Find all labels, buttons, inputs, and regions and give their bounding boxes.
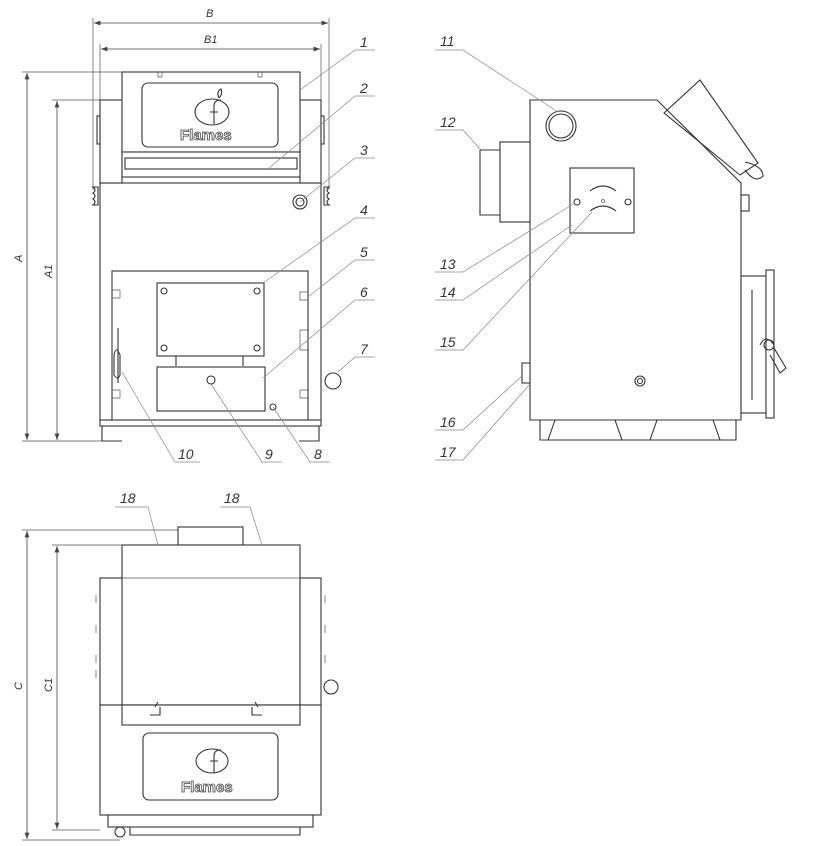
top-door-handle bbox=[744, 161, 764, 180]
front-view: B B1 A A1 bbox=[13, 8, 375, 463]
dimension-c-label: C bbox=[13, 682, 25, 690]
dimension-b: B bbox=[92, 8, 330, 190]
dimension-b1: B1 bbox=[99, 34, 322, 100]
dimension-b-label: B bbox=[206, 8, 213, 20]
lower-door bbox=[111, 270, 309, 422]
flue-top bbox=[177, 526, 244, 546]
dimension-b1-label: B1 bbox=[204, 34, 217, 46]
logo-window bbox=[141, 82, 279, 148]
top-side-right bbox=[299, 577, 322, 706]
air-plate bbox=[569, 167, 635, 234]
callout-10: 10 bbox=[178, 446, 194, 462]
callout-11: 11 bbox=[440, 33, 455, 49]
dimension-a1-label: A1 bbox=[43, 265, 55, 279]
dimension-a1: A1 bbox=[43, 99, 100, 440]
callout-12: 12 bbox=[440, 114, 456, 130]
flue-12 bbox=[499, 141, 531, 223]
callout-18-right: 18 bbox=[224, 490, 240, 506]
top-door-open bbox=[663, 79, 759, 176]
callout-5: 5 bbox=[360, 244, 368, 260]
side-block-right bbox=[299, 99, 322, 184]
callout-1: 1 bbox=[360, 34, 368, 50]
flames-logo: Flames bbox=[180, 88, 232, 144]
dimension-a-label: A bbox=[13, 255, 25, 263]
callout-2: 2 bbox=[359, 80, 368, 96]
handle-10 bbox=[113, 328, 121, 383]
inspection-plate-4 bbox=[156, 282, 265, 357]
side-block-left bbox=[99, 99, 123, 184]
side-body bbox=[529, 99, 742, 421]
callouts-side: 11 12 13 14 15 16 17 bbox=[435, 33, 593, 461]
side-view: 11 12 13 14 15 16 17 bbox=[435, 33, 787, 461]
callout-17: 17 bbox=[440, 444, 457, 460]
top-logo-window bbox=[142, 732, 279, 801]
dimension-c1-label: C1 bbox=[43, 678, 55, 692]
callout-7: 7 bbox=[360, 341, 369, 357]
callout-18-left: 18 bbox=[120, 490, 136, 506]
callout-14: 14 bbox=[440, 284, 456, 300]
thermometer-3 bbox=[292, 194, 308, 210]
chimney-outlet-11 bbox=[545, 110, 577, 142]
ash-door-6 bbox=[156, 366, 266, 412]
callout-4: 4 bbox=[360, 202, 368, 218]
top-logo-text: Flames bbox=[181, 779, 233, 796]
top-view: C C1 Flames 18 18 bbox=[13, 490, 339, 841]
callout-13: 13 bbox=[440, 256, 456, 272]
callouts-front: 1 2 3 4 5 6 7 8 9 10 bbox=[121, 34, 375, 463]
top-body bbox=[121, 544, 301, 706]
callout-3: 3 bbox=[360, 142, 368, 158]
top-flames-logo: Flames bbox=[181, 748, 233, 796]
callout-9: 9 bbox=[265, 446, 273, 462]
callout-6: 6 bbox=[360, 284, 368, 300]
knob-7 bbox=[324, 372, 342, 390]
callout-15: 15 bbox=[440, 334, 456, 350]
hinge-8 bbox=[269, 403, 277, 411]
callout-16: 16 bbox=[440, 414, 456, 430]
callout-8: 8 bbox=[314, 446, 322, 462]
callouts-top: 18 18 bbox=[115, 490, 263, 546]
logo-text: Flames bbox=[180, 127, 232, 144]
side-door bbox=[740, 275, 767, 414]
top-side-left bbox=[99, 577, 123, 706]
